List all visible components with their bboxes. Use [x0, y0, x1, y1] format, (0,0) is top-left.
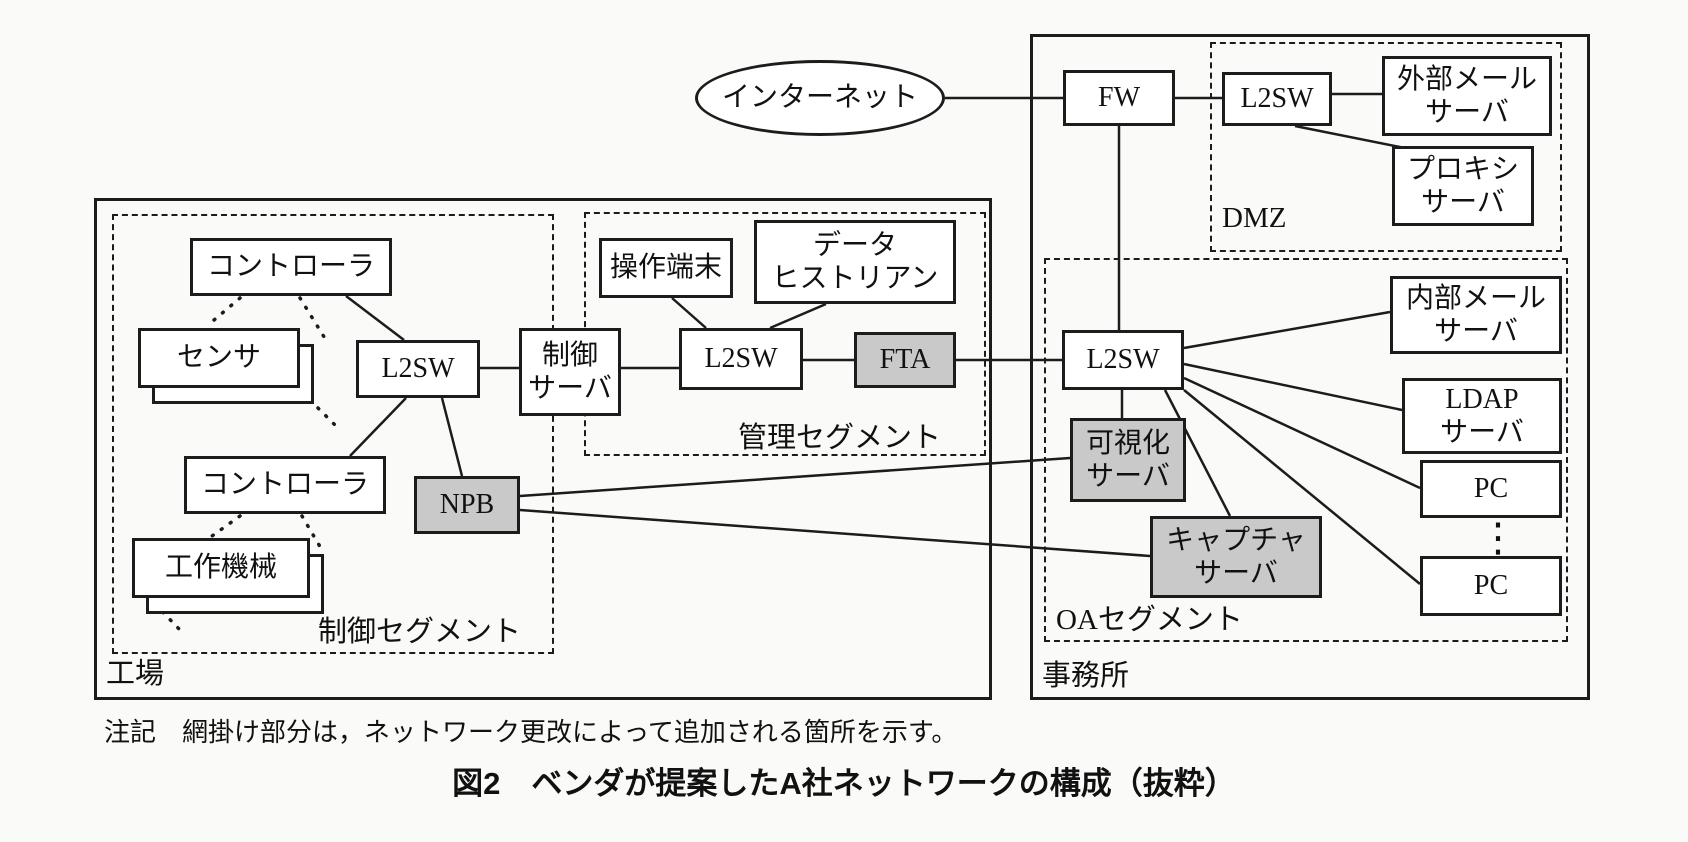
node-control-server: 制御 サーバ [519, 328, 621, 416]
figure-caption: 図2 ベンダが提案したA社ネットワークの構成（抜粋） [452, 766, 1236, 801]
region-label-oa-segment: OAセグメント [1056, 604, 1243, 636]
node-internal-mail-server: 内部メール サーバ [1390, 276, 1562, 354]
node-fw: FW [1063, 70, 1175, 126]
node-controller-1: コントローラ [190, 238, 392, 296]
node-internet: インターネット [695, 60, 945, 136]
node-pc-2: PC [1420, 556, 1562, 616]
region-label-control-segment: 制御セグメント [318, 616, 522, 648]
node-operation-terminal: 操作端末 [599, 238, 733, 298]
pc-ellipsis: ⋮ [1478, 515, 1518, 561]
region-label-dmz: DMZ [1222, 202, 1287, 234]
node-external-mail-server: 外部メール サーバ [1382, 56, 1552, 136]
node-pc-1: PC [1420, 460, 1562, 518]
node-npb: NPB [414, 476, 520, 534]
region-label-office: 事務所 [1042, 660, 1130, 692]
node-data-historian: データ ヒストリアン [754, 220, 956, 304]
node-factory-l2sw: L2SW [356, 340, 480, 398]
region-label-management-segment: 管理セグメント [738, 422, 942, 454]
note-text: 注記 網掛け部分は，ネットワーク更改によって追加される箇所を示す。 [104, 718, 958, 747]
region-factory [94, 198, 992, 700]
node-sensor: センサ [138, 328, 300, 388]
node-capture-server: キャプチャ サーバ [1150, 516, 1322, 598]
region-office [1030, 34, 1590, 700]
node-fta: FTA [854, 332, 956, 388]
region-oa-segment [1044, 258, 1568, 642]
node-machine-tool: 工作機械 [132, 538, 310, 598]
region-control-segment [112, 214, 554, 654]
node-proxy-server: プロキシ サーバ [1392, 146, 1534, 226]
region-label-factory: 工場 [106, 658, 165, 690]
node-dmz-l2sw: L2SW [1222, 72, 1332, 126]
node-oa-l2sw: L2SW [1062, 330, 1184, 390]
node-controller-2: コントローラ [184, 456, 386, 514]
node-management-l2sw: L2SW [679, 328, 803, 390]
node-ldap-server: LDAP サーバ [1402, 378, 1562, 454]
node-visualization-server: 可視化 サーバ [1070, 418, 1186, 502]
region-dmz [1210, 42, 1562, 252]
